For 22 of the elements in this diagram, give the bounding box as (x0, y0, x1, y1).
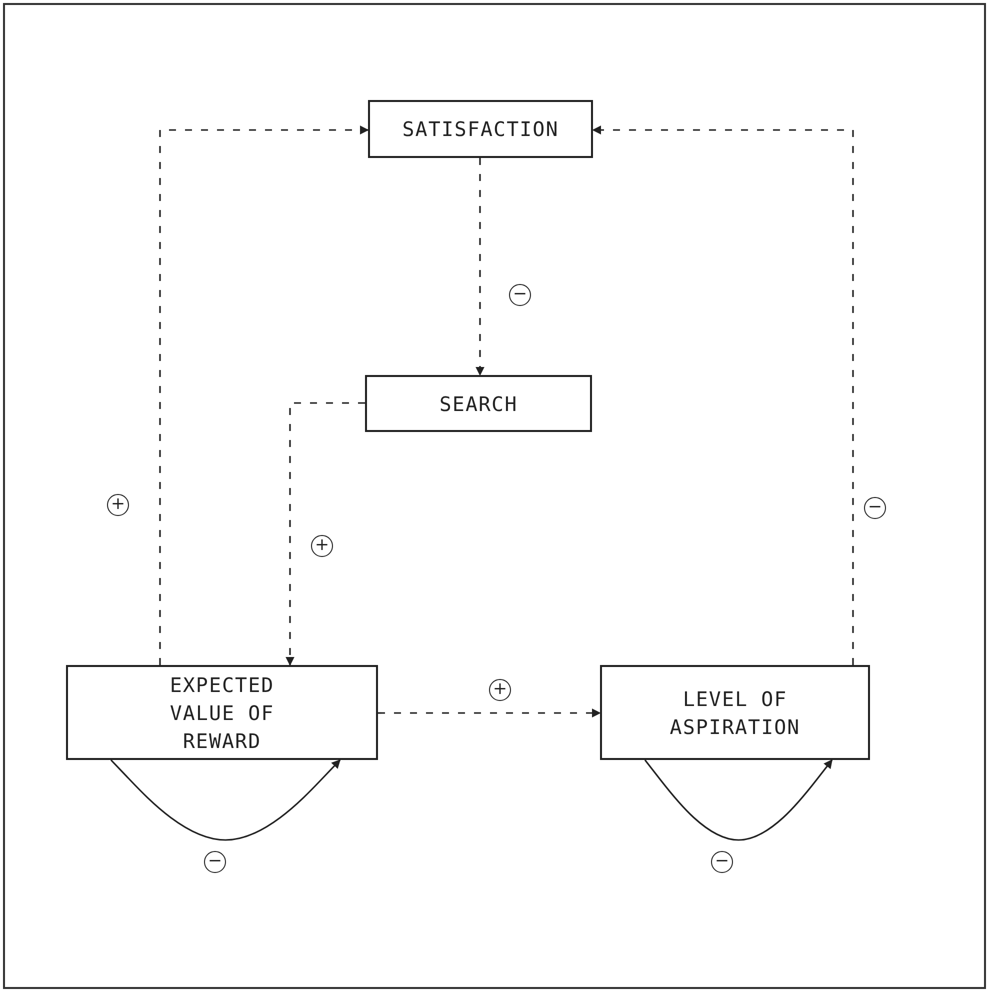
arrow (644, 759, 833, 841)
arrow (286, 402, 365, 666)
edge-label: + (311, 535, 333, 557)
process-box (600, 665, 870, 760)
edge-label: − (711, 851, 733, 873)
arrow (476, 158, 484, 376)
process-box (66, 665, 378, 760)
edge-label: + (489, 679, 511, 701)
edge-label: − (204, 851, 226, 873)
box-label: SATISFACTION (402, 116, 559, 143)
arrow (592, 126, 854, 665)
edge-label: − (509, 284, 531, 306)
arrow (110, 759, 341, 841)
box-label: EXPECTED VALUE OF REWARD (168, 672, 276, 754)
edge-label: − (864, 497, 886, 519)
box-label: LEVEL OF ASPIRATION (668, 686, 802, 740)
edge-label: + (107, 494, 129, 516)
arrow (159, 126, 369, 665)
arrow (378, 708, 601, 718)
process-box (368, 100, 593, 158)
process-box (365, 375, 592, 432)
box-label: SEARCH (439, 390, 518, 418)
